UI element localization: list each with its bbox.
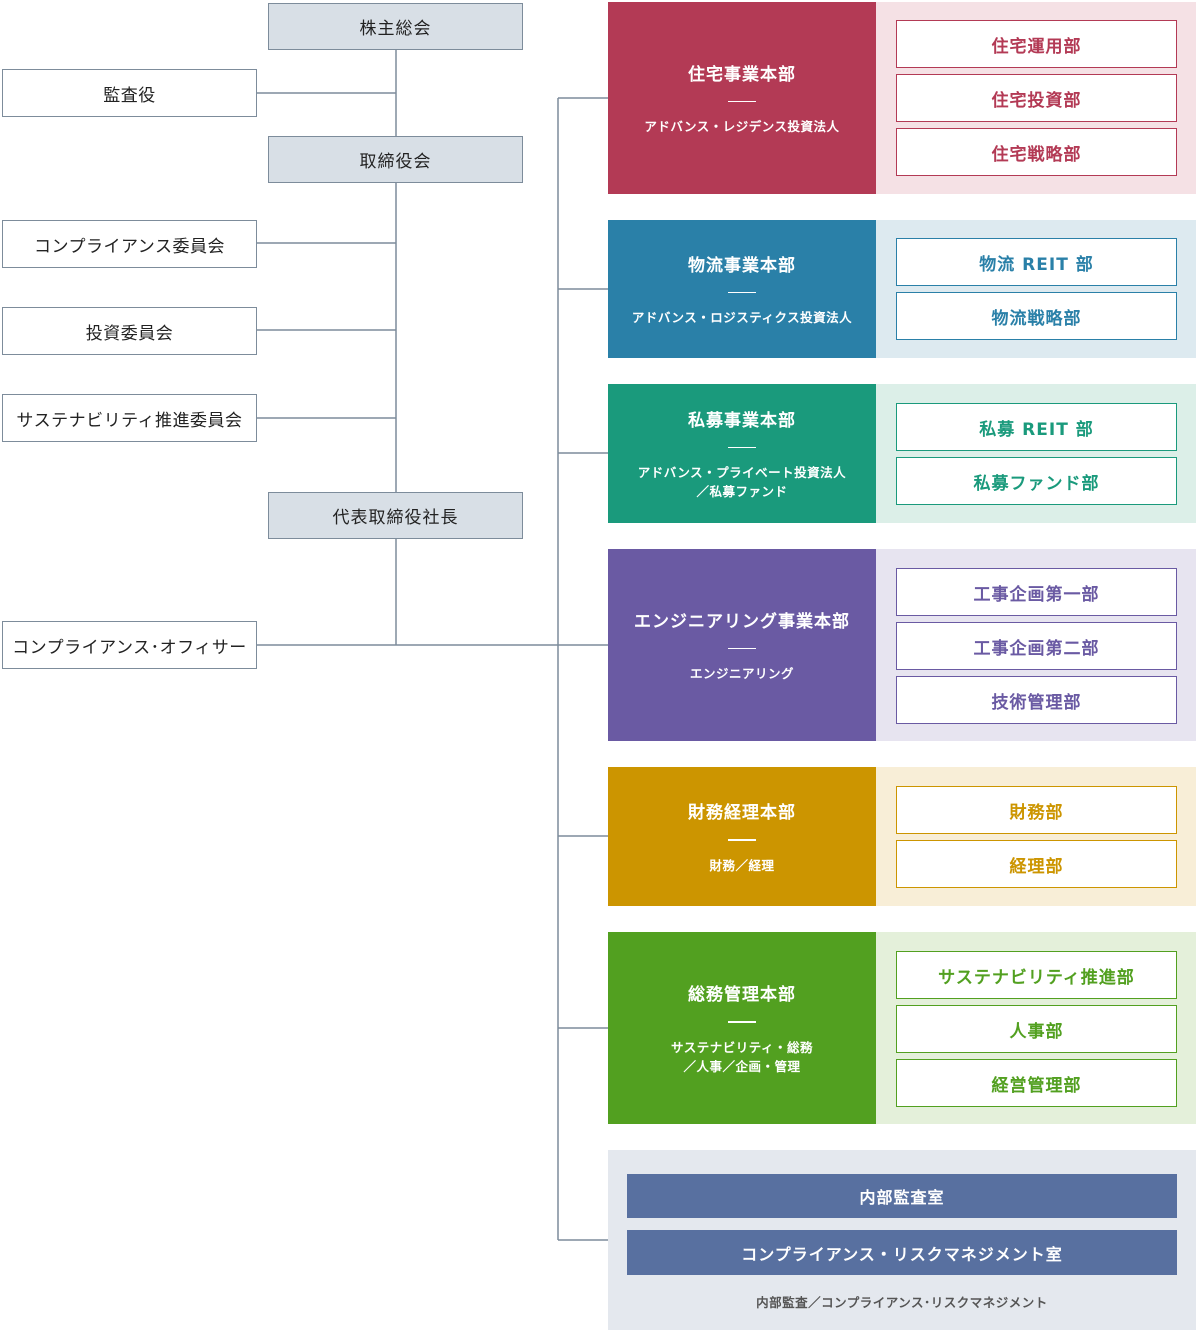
dept-housing-strategy: 住宅戦略部 [896, 128, 1177, 176]
division-name: 物流事業本部 [688, 255, 796, 276]
auditor-box: 監査役 [2, 69, 257, 117]
division-name: 住宅事業本部 [688, 64, 796, 85]
dept-housing-operation: 住宅運用部 [896, 20, 1177, 68]
dept-finance: 財務部 [896, 786, 1177, 834]
board-box: 取締役会 [268, 136, 523, 183]
division-name: 財務経理本部 [688, 803, 796, 824]
division-subtitle: アドバンス・ロジスティクス投資法人 [631, 310, 853, 326]
dept-housing-investment: 住宅投資部 [896, 74, 1177, 122]
division-finance: 財務経理本部 財務／経理 [608, 767, 876, 906]
divider-dash [728, 100, 756, 103]
dept-accounting: 経理部 [896, 840, 1177, 888]
dept-technical-management: 技術管理部 [896, 676, 1177, 724]
division-name: エンジニアリング事業本部 [634, 611, 850, 632]
division-subtitle: サステナビリティ・総務 [670, 1039, 813, 1055]
dept-logistics-reit: 物流 REIT 部 [896, 238, 1177, 286]
divider-dash [728, 839, 756, 841]
divider-dash [728, 446, 756, 449]
division-logistics: 物流事業本部 アドバンス・ロジスティクス投資法人 [608, 220, 876, 358]
divider-dash [728, 647, 756, 650]
division-private: 私募事業本部 アドバンス・プライベート投資法人 ／私募ファンド [608, 384, 876, 523]
division-subtitle-2: ／人事／企画・管理 [683, 1058, 801, 1074]
president-box: 代表取締役社長 [268, 492, 523, 539]
dept-private-fund: 私募ファンド部 [896, 457, 1177, 505]
dept-sustainability: サステナビリティ推進部 [896, 951, 1177, 999]
dept-construction-planning-2: 工事企画第二部 [896, 622, 1177, 670]
dept-private-reit: 私募 REIT 部 [896, 403, 1177, 451]
dept-construction-planning-1: 工事企画第一部 [896, 568, 1177, 616]
division-general-affairs: 総務管理本部 サステナビリティ・総務 ／人事／企画・管理 [608, 932, 876, 1124]
division-subtitle: 財務／経理 [709, 857, 775, 873]
audit-panel: 内部監査室 コンプライアンス・リスクマネジメント室 内部監査／コンプライアンス･… [608, 1150, 1196, 1330]
division-name: 私募事業本部 [688, 410, 796, 431]
dept-human-resources: 人事部 [896, 1005, 1177, 1053]
audit-caption: 内部監査／コンプライアンス･リスクマネジメント [756, 1295, 1048, 1310]
compliance-officer-box: コンプライアンス･オフィサー [2, 621, 257, 669]
compliance-risk-office: コンプライアンス・リスクマネジメント室 [627, 1230, 1177, 1275]
division-subtitle: エンジニアリング [689, 666, 794, 682]
division-subtitle-2: ／私募ファンド [696, 484, 788, 500]
compliance-committee-box: コンプライアンス委員会 [2, 220, 257, 268]
division-housing: 住宅事業本部 アドバンス・レジデンス投資法人 [608, 2, 876, 194]
sustainability-committee-box: サステナビリティ推進委員会 [2, 394, 257, 442]
division-engineering: エンジニアリング事業本部 エンジニアリング [608, 549, 876, 741]
division-name: 総務管理本部 [688, 985, 796, 1006]
investment-committee-box: 投資委員会 [2, 307, 257, 355]
division-subtitle: アドバンス・プライベート投資法人 [637, 465, 847, 481]
divider-dash [728, 1021, 756, 1023]
dept-logistics-strategy: 物流戦略部 [896, 292, 1177, 340]
shareholders-meeting-box: 株主総会 [268, 3, 523, 50]
divider-dash [728, 291, 756, 294]
division-subtitle: アドバンス・レジデンス投資法人 [644, 119, 840, 135]
dept-business-management: 経営管理部 [896, 1059, 1177, 1107]
internal-audit-office: 内部監査室 [627, 1174, 1177, 1218]
